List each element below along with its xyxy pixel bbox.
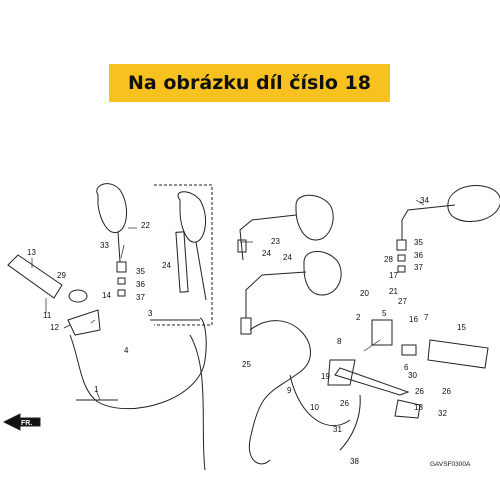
diagram-code: GAVSF0300A [430, 461, 471, 468]
callout-label: 18 [414, 403, 423, 412]
callout-label: 22 [141, 221, 150, 230]
right-mirror-head [447, 185, 500, 222]
banner-text: Na obrázku díl číslo 18 [128, 72, 371, 94]
callout-label: 31 [333, 425, 342, 434]
front-arrow [2, 413, 41, 431]
callout-label: 7 [424, 313, 429, 322]
callout-label: 4 [124, 346, 129, 355]
throttle-cable [69, 317, 207, 410]
left-grip [7, 254, 63, 299]
brake-cable [248, 320, 311, 465]
callout-label: 36 [414, 251, 423, 260]
callout-label: 26 [340, 399, 349, 408]
callout-label: 36 [136, 280, 145, 289]
callout-label: 3 [148, 309, 153, 318]
callout-label: 14 [102, 291, 111, 300]
callout-label: 2 [356, 313, 361, 322]
callout-label: 24 [283, 253, 292, 262]
callout-label: 23 [271, 237, 280, 246]
callout-label: 33 [100, 241, 109, 250]
callout-label: 26 [415, 387, 424, 396]
callout-label: 35 [136, 267, 145, 276]
callout-label: 8 [337, 337, 342, 346]
left-mirror-head [96, 183, 127, 234]
part-number-banner: Na obrázku díl číslo 18 [109, 64, 390, 102]
callout-label: 37 [414, 263, 423, 272]
callout-label: 1 [94, 385, 99, 394]
callout-label: 13 [27, 248, 36, 257]
callout-label: 17 [389, 271, 398, 280]
callout-label: 20 [360, 289, 369, 298]
right-grip [427, 339, 489, 369]
center-mirror-head [295, 194, 334, 241]
callout-label: 25 [242, 360, 251, 369]
callout-label: 24 [262, 249, 271, 258]
left-mirror-stem [117, 231, 121, 263]
callout-label: 34 [420, 196, 429, 205]
callout-label: 28 [384, 255, 393, 264]
switch-housing [394, 399, 421, 419]
callout-label: 27 [398, 297, 407, 306]
callout-label: 21 [389, 287, 398, 296]
callout-label: 26 [442, 387, 451, 396]
callout-label: 29 [57, 271, 66, 280]
callout-label: 37 [136, 293, 145, 302]
callout-label: 24 [162, 261, 171, 270]
lower-mirror-head [303, 251, 342, 296]
callout-label: 11 [43, 311, 52, 320]
callout-label: 16 [409, 315, 418, 324]
callout-label: 19 [321, 372, 330, 381]
left-mirror-adjuster [116, 261, 127, 273]
brake-lever [334, 367, 410, 396]
callout-label: 10 [310, 403, 319, 412]
front-marker: FR. [21, 420, 32, 427]
callout-label: 6 [404, 363, 409, 372]
callout-label: 12 [50, 323, 59, 332]
callout-label: 32 [438, 409, 447, 418]
callout-label: 35 [414, 238, 423, 247]
callout-label: 9 [287, 386, 292, 395]
callout-label: 38 [350, 457, 359, 466]
callout-label: 5 [382, 309, 387, 318]
callout-label: 15 [457, 323, 466, 332]
left-mirror-group-box [154, 184, 213, 326]
callout-label: 30 [408, 371, 417, 380]
